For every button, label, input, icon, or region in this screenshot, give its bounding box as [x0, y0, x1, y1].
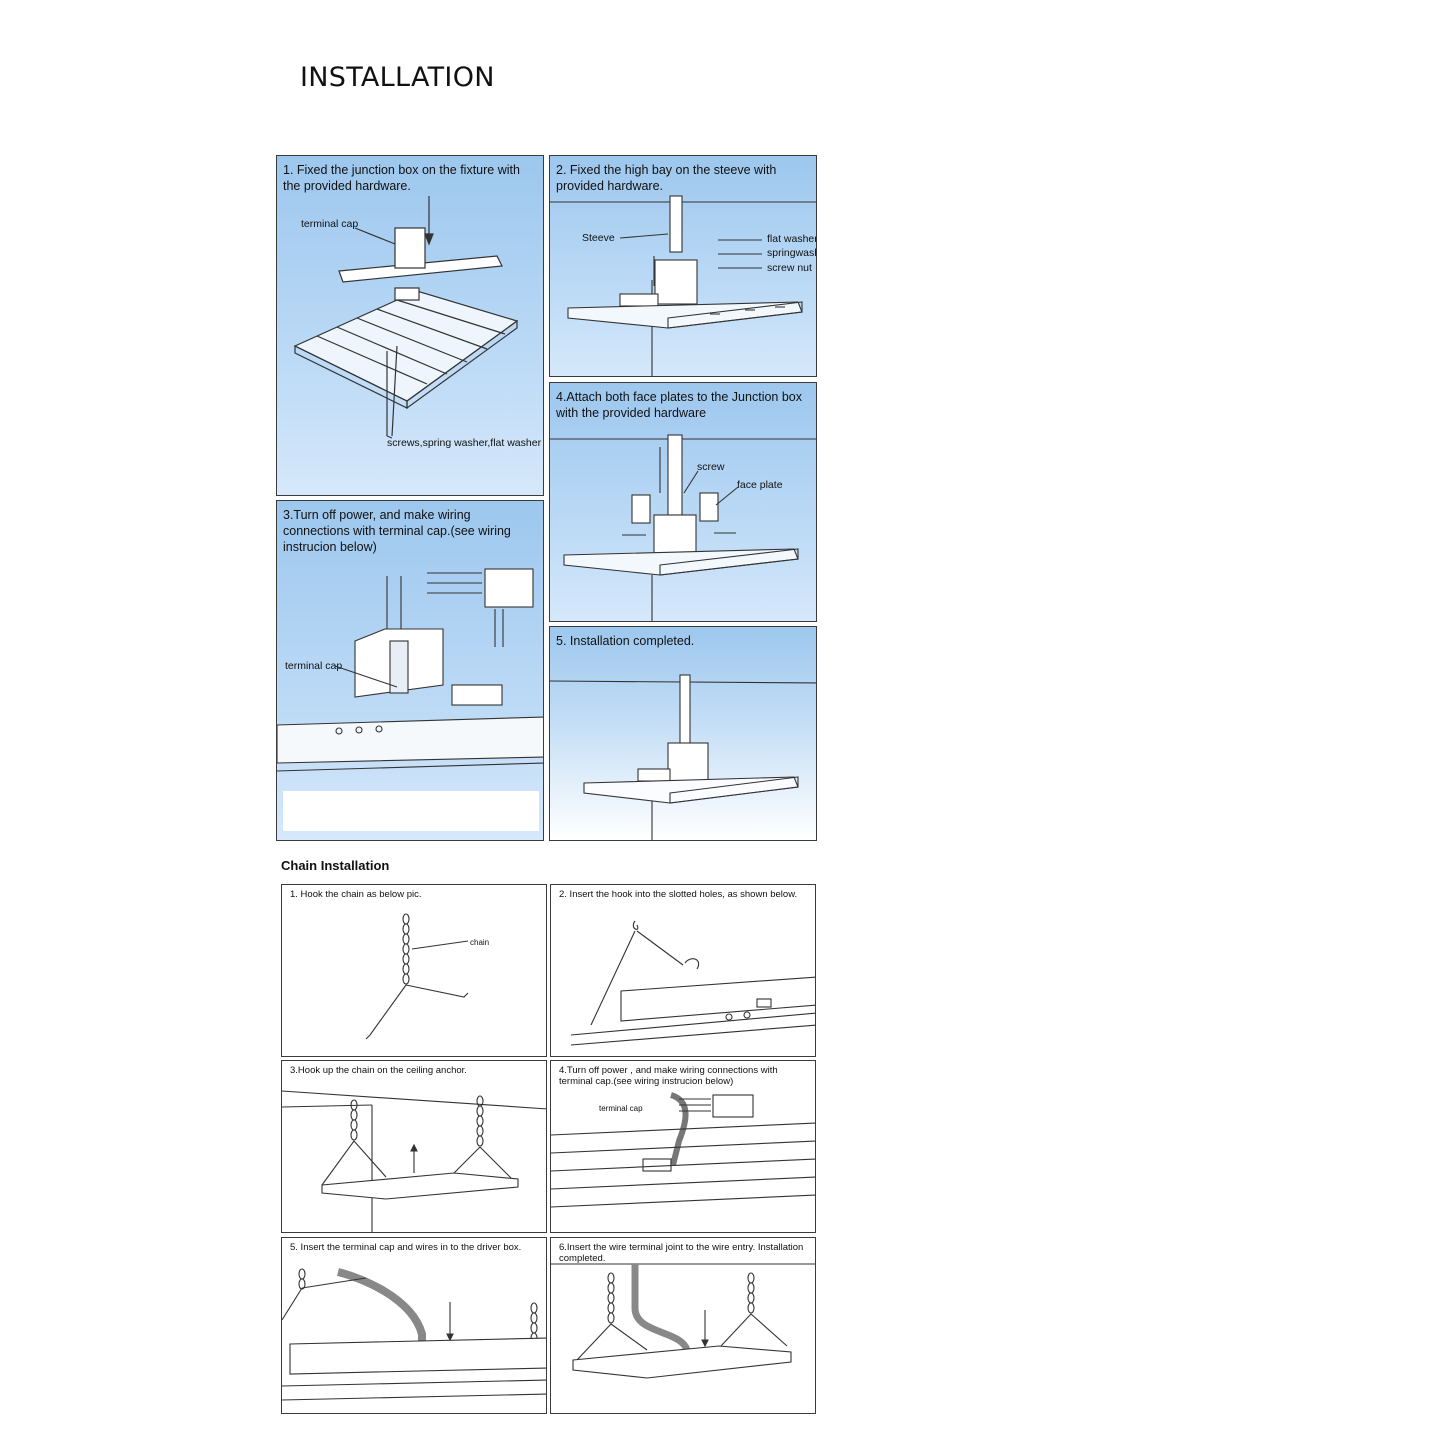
step-2-label-flat-washer: flat washer: [767, 233, 817, 245]
chain-step-4-label-terminal-cap: terminal cap: [599, 1104, 643, 1113]
step-2-caption: 2. Fixed the high bay on the steeve with…: [556, 163, 777, 193]
chain-step-6-panel: 6.Insert the wire terminal joint to the …: [550, 1237, 816, 1414]
step-1-illustration: [293, 196, 519, 439]
page-title: INSTALLATION: [300, 62, 495, 93]
chain-step-2-panel: 2. Insert the hook into the slotted hole…: [550, 884, 816, 1057]
step-2-label-steeve: Steeve: [582, 232, 615, 244]
step-5-illustration: [550, 674, 816, 840]
chain-step-6-caption: 6.Insert the wire terminal joint to the …: [559, 1242, 804, 1264]
chain-installation-heading: Chain Installation: [281, 858, 390, 873]
chain-step-4-illustration: [551, 1092, 815, 1208]
step-3-caption: 3.Turn off power, and make wiring connec…: [283, 508, 511, 554]
chain-step-2-caption: 2. Insert the hook into the slotted hole…: [559, 889, 798, 900]
chain-step-3-panel: 3.Hook up the chain on the ceiling ancho…: [281, 1060, 547, 1233]
step-1-caption: 1. Fixed the junction box on the fixture…: [283, 163, 520, 193]
chain-step-3-illustration: [282, 1090, 546, 1232]
step-3-panel: 3.Turn off power, and make wiring connec…: [276, 500, 544, 841]
step-2-illustration: [550, 195, 816, 376]
step-4-panel: 4.Attach both face plates to the Junctio…: [549, 382, 817, 622]
chain-step-1-panel: 1. Hook the chain as below pic. chain: [281, 884, 547, 1057]
step-2-panel: 2. Fixed the high bay on the steeve with…: [549, 155, 817, 377]
step-4-label-screw: screw: [697, 461, 725, 473]
step-4-illustration: [550, 434, 816, 621]
chain-step-3-caption: 3.Hook up the chain on the ceiling ancho…: [290, 1065, 467, 1076]
step-3-label-terminal-cap: terminal cap: [285, 660, 343, 672]
chain-step-1-label-chain: chain: [470, 938, 490, 947]
chain-step-5-illustration: [282, 1268, 546, 1401]
chain-step-5-caption: 5. Insert the terminal cap and wires in …: [290, 1242, 522, 1253]
chain-step-6-illustration: [551, 1263, 815, 1379]
step-3-illustration: [277, 568, 543, 831]
chain-step-1-caption: 1. Hook the chain as below pic.: [290, 889, 422, 900]
step-4-caption: 4.Attach both face plates to the Junctio…: [556, 390, 802, 420]
step-1-panel: 1. Fixed the junction box on the fixture…: [276, 155, 544, 496]
step-5-panel: 5. Installation completed.: [549, 626, 817, 841]
chain-step-4-caption: 4.Turn off power , and make wiring conne…: [559, 1065, 778, 1087]
step-5-caption: 5. Installation completed.: [556, 634, 695, 648]
chain-step-1-illustration: [365, 913, 469, 1040]
step-4-label-face-plate: face plate: [737, 479, 783, 491]
step-1-label-screws: screws,spring washer,flat washer: [387, 437, 542, 449]
step-2-label-screw-nut: screw nut: [767, 262, 812, 274]
chain-step-2-illustration: [570, 920, 815, 1046]
chain-step-4-panel: 4.Turn off power , and make wiring conne…: [550, 1060, 816, 1233]
chain-step-5-panel: 5. Insert the terminal cap and wires in …: [281, 1237, 547, 1414]
step-1-label-terminal-cap: terminal cap: [301, 218, 359, 230]
